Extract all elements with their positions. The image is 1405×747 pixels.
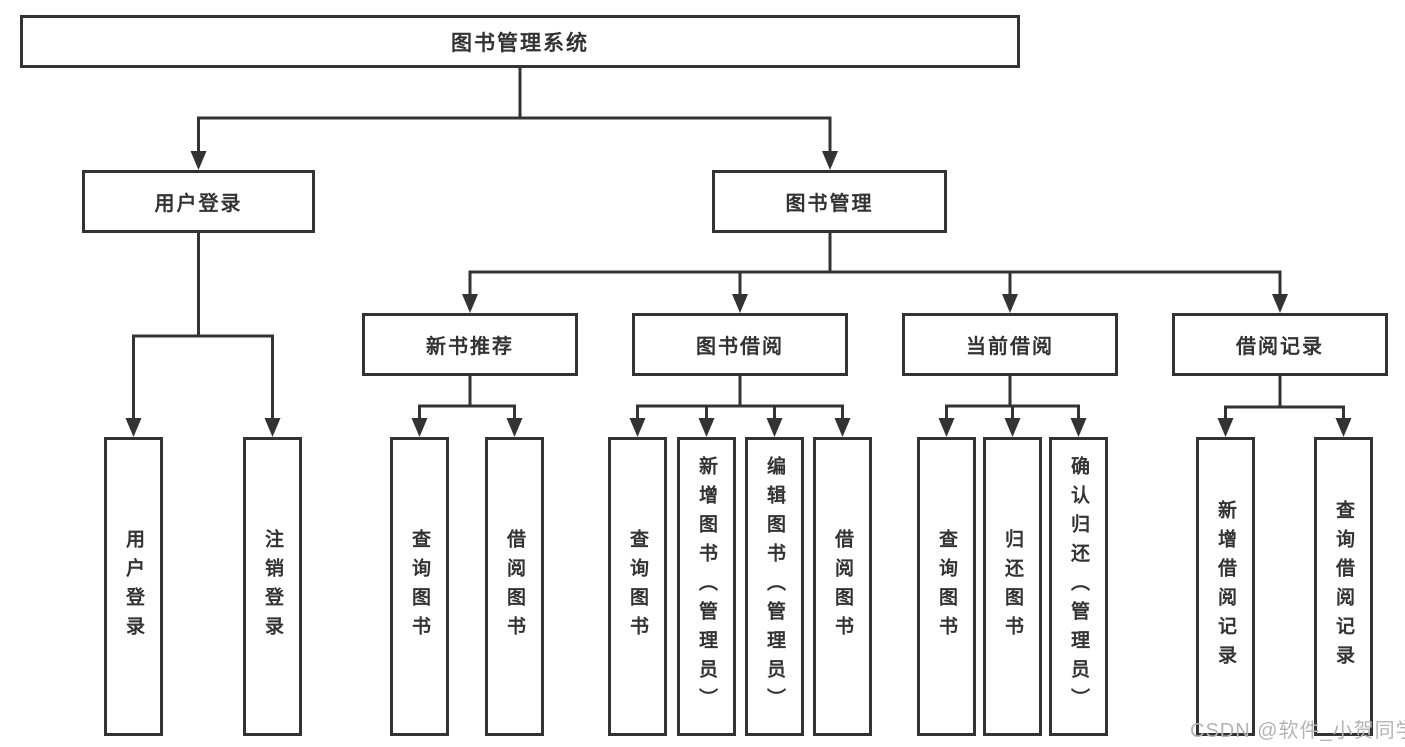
leaf-label: 借阅图书: [504, 528, 525, 645]
leaf-query-books-current: 查询图书: [917, 437, 976, 736]
leaf-edit-books-admin: 编辑图书（管理员）: [745, 437, 804, 736]
arrowheads: [125, 151, 1352, 437]
leaf-label: 查询图书: [936, 528, 957, 645]
leaf-logout: 注销登录: [243, 437, 302, 736]
leaf-label: 借阅图书: [832, 528, 853, 645]
leaf-label: 新增借阅记录: [1215, 499, 1236, 674]
leaf-label: 用户登录: [123, 528, 144, 645]
leaf-user-login: 用户登录: [104, 437, 163, 736]
leaf-query-books-borrow: 查询图书: [608, 437, 667, 736]
leaf-label: 查询借阅记录: [1333, 499, 1354, 674]
leaf-label: 查询图书: [409, 528, 430, 645]
node-library-management-system: 图书管理系统: [20, 15, 1020, 68]
leaf-add-books-admin: 新增图书（管理员）: [677, 437, 736, 736]
leaf-label: 归还图书: [1002, 528, 1023, 645]
node-current-borrow: 当前借阅: [902, 313, 1118, 376]
node-borrow-records: 借阅记录: [1172, 313, 1388, 376]
leaf-label: 注销登录: [262, 528, 283, 645]
csdn-watermark: CSDN @软件_小贺同学: [1190, 720, 1405, 742]
leaf-borrow-books-recommend: 借阅图书: [485, 437, 544, 736]
leaf-borrow-books: 借阅图书: [813, 437, 872, 736]
leaf-query-borrow-record: 查询借阅记录: [1314, 437, 1373, 736]
leaf-label: 新增图书（管理员）: [696, 456, 717, 717]
node-new-book-recommend: 新书推荐: [362, 313, 578, 376]
leaf-label: 确认归还（管理员）: [1068, 456, 1089, 717]
node-book-management: 图书管理: [712, 170, 947, 233]
node-user-login: 用户登录: [82, 170, 315, 233]
leaf-add-borrow-record: 新增借阅记录: [1196, 437, 1255, 736]
leaf-query-books-recommend: 查询图书: [390, 437, 449, 736]
leaf-label: 查询图书: [627, 528, 648, 645]
node-book-borrow: 图书借阅: [632, 313, 848, 376]
leaf-confirm-return-admin: 确认归还（管理员）: [1049, 437, 1108, 736]
leaf-label: 编辑图书（管理员）: [764, 456, 785, 717]
leaf-return-books: 归还图书: [983, 437, 1042, 736]
tree-edges: [132, 68, 1345, 419]
